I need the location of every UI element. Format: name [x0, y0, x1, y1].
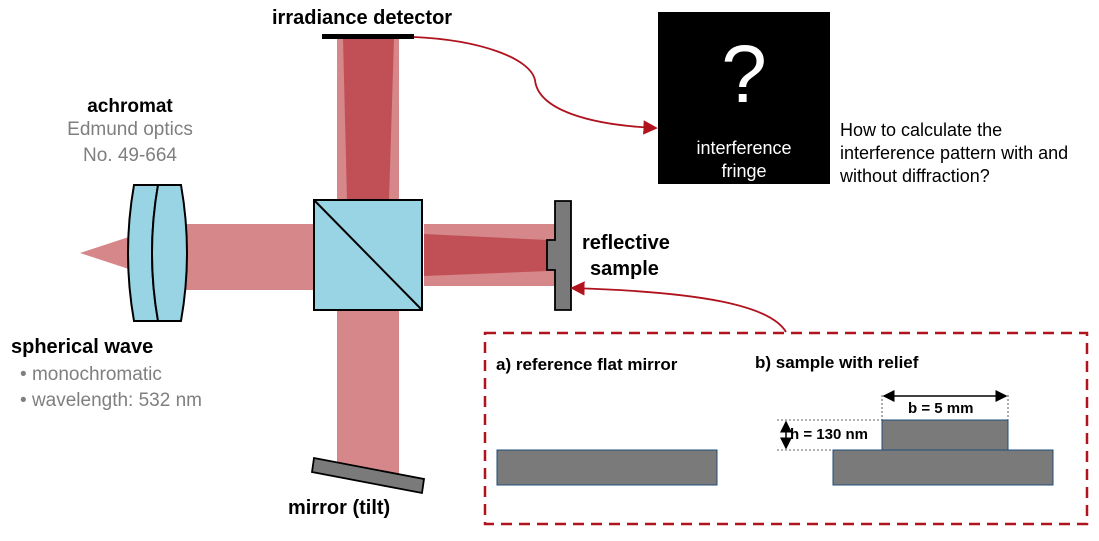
mirror-beam	[337, 310, 399, 475]
sample-label-line2: sample	[590, 258, 659, 280]
question-line3: without diffraction?	[840, 166, 990, 186]
collimated-beam	[180, 224, 315, 290]
source-bullet-2: • wavelength: 532 nm	[20, 390, 202, 412]
source-title: spherical wave	[11, 336, 154, 358]
bullet-text: monochromatic	[31, 364, 162, 385]
tilted-mirror	[310, 456, 426, 495]
relief-sample-base	[832, 449, 1054, 486]
fringe-label-line2: fringe	[721, 161, 767, 181]
interference-fringe-box	[658, 12, 830, 184]
fringe-label-line1: interference	[696, 138, 792, 158]
bullet-text: wavelength: 532 nm	[31, 390, 202, 411]
detector-to-fringe-arrow	[413, 36, 658, 135]
panel-b-title: b) sample with relief	[755, 353, 919, 372]
height-dimension-label: h = 130 nm	[790, 426, 868, 443]
bullet-icon: •	[20, 390, 27, 411]
question-line1: How to calculate the	[840, 120, 1003, 140]
relief-step	[881, 419, 1009, 451]
achromat-part-number: No. 49-664	[82, 145, 177, 166]
achromat-vendor: Edmund optics	[67, 119, 193, 140]
source-bullet-1: • monochromatic	[20, 364, 162, 386]
sample-beam-inner	[424, 234, 548, 276]
detector-beam-inner	[343, 38, 394, 200]
achromat-lens-element-2	[151, 184, 188, 322]
width-dimension-label: b = 5 mm	[908, 400, 974, 417]
beamsplitter-diagonal	[313, 199, 423, 311]
achromat-title: achromat	[87, 96, 173, 117]
reference-flat-mirror-shape	[496, 449, 718, 486]
question-line2: interference pattern with and	[840, 143, 1069, 163]
source-cone-beam	[80, 236, 132, 270]
panel-a-title: a) reference flat mirror	[496, 355, 678, 374]
mirror-label: mirror (tilt)	[288, 497, 391, 519]
question-mark-icon: ?	[721, 29, 767, 120]
inset-to-sample-arrow	[570, 281, 787, 333]
sample-label-line1: reflective	[582, 232, 670, 254]
reflective-sample	[546, 200, 572, 311]
detector-label: irradiance detector	[272, 7, 453, 29]
bullet-icon: •	[20, 364, 27, 385]
irradiance-detector	[322, 34, 414, 39]
